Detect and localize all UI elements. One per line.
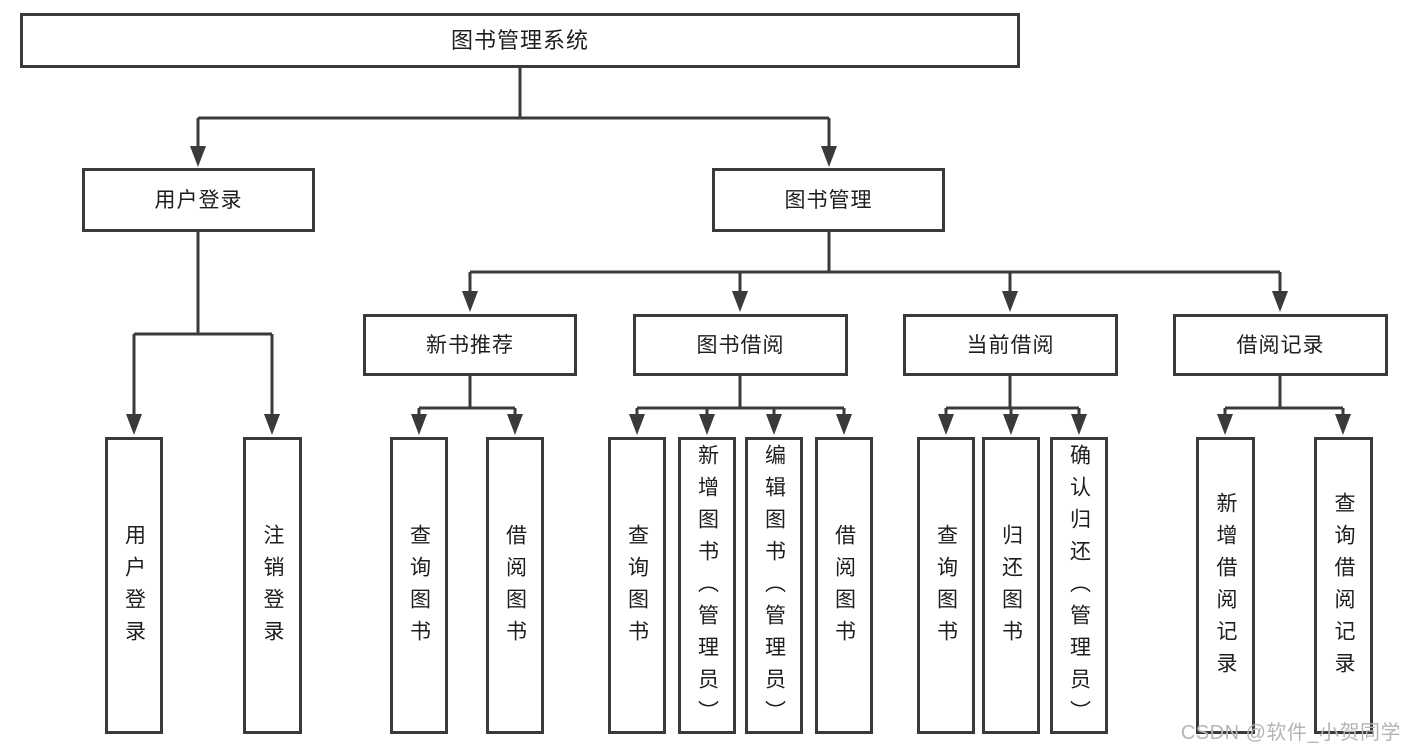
- leaf-cb-confirm-return-admin: 确认归还（管理员）: [1050, 437, 1108, 734]
- node-book-management: 图书管理: [712, 168, 945, 232]
- leaf-cb-return-books: 归还图书: [982, 437, 1040, 734]
- leaf-bb-query-books: 查询图书: [608, 437, 666, 734]
- node-book-borrow: 图书借阅: [633, 314, 848, 376]
- leaf-br-query-record: 查询借阅记录: [1314, 437, 1373, 734]
- node-new-book-recommend: 新书推荐: [363, 314, 577, 376]
- leaf-br-add-record: 新增借阅记录: [1196, 437, 1255, 734]
- arrowheads: [126, 146, 1351, 435]
- node-user-login: 用户登录: [82, 168, 315, 232]
- node-current-borrow: 当前借阅: [903, 314, 1118, 376]
- leaf-cb-query-books: 查询图书: [917, 437, 975, 734]
- node-borrow-records: 借阅记录: [1173, 314, 1388, 376]
- node-root-system: 图书管理系统: [20, 13, 1020, 68]
- leaf-nb-borrow-books: 借阅图书: [486, 437, 544, 734]
- csdn-watermark: CSDN @软件_小贺同学: [1180, 722, 1401, 744]
- leaf-bb-add-books-admin: 新增图书（管理员）: [678, 437, 736, 734]
- leaf-bb-borrow-books: 借阅图书: [815, 437, 873, 734]
- leaf-logout: 注销登录: [243, 437, 302, 734]
- leaf-bb-edit-books-admin: 编辑图书（管理员）: [745, 437, 803, 734]
- leaf-nb-query-books: 查询图书: [390, 437, 448, 734]
- leaf-user-login: 用户登录: [105, 437, 163, 734]
